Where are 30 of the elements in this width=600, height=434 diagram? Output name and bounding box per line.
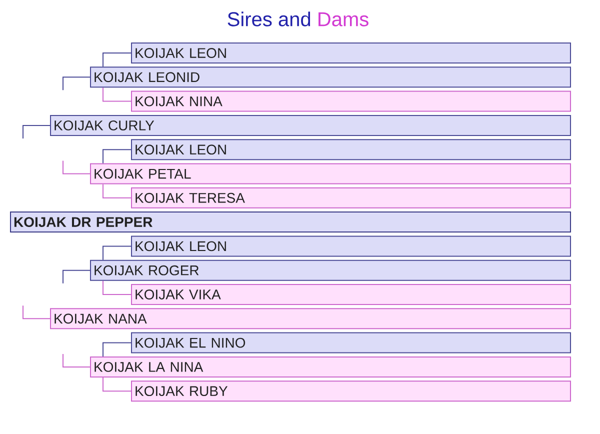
name-box: KOIJAK LEON [131,139,571,160]
name-box: KOIJAK LEON [131,42,571,64]
connector-line [62,76,90,91]
connector-line [102,87,132,102]
connector-line [62,353,90,368]
connector-line [102,280,132,295]
connector-line [102,246,132,260]
connector-line [102,184,132,198]
connector-line [22,305,50,320]
connector-line [62,160,90,174]
connector-line [102,342,132,357]
name-box: KOIJAK LEONID [90,66,571,88]
name-box: KOIJAK NANA [50,308,571,330]
name-box: KOIJAK LEON [131,236,571,257]
connector-line [102,376,132,392]
connector-line [102,52,132,68]
name-box: KOIJAK VIKA [131,284,571,305]
name-box: KOIJAK TERESA [131,187,571,208]
name-box: KOIJAK ROGER [90,260,571,281]
name-box: KOIJAK DR PEPPER [10,212,571,233]
name-box: KOIJAK RUBY [131,380,571,402]
name-box: KOIJAK CURLY [50,114,571,136]
title: Sires and Dams [228,12,368,26]
name-box: KOIJAK PETAL [90,163,571,184]
name-box: KOIJAK EL NINO [131,332,571,354]
name-box: KOIJAK NINA [131,90,571,112]
connector-line [102,149,132,164]
connector-line [62,270,90,284]
connector-line [22,124,50,139]
name-box: KOIJAK LA NINA [90,356,571,378]
